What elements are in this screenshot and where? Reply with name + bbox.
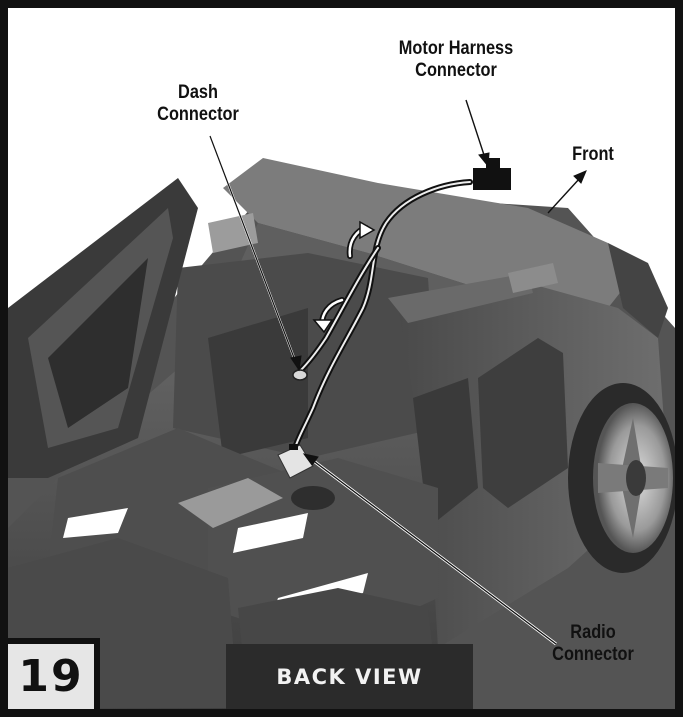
leader-lines xyxy=(208,99,587,646)
vehicle-body xyxy=(8,158,675,709)
vehicle-illustration xyxy=(8,99,675,709)
step-number: 19 xyxy=(18,651,84,702)
front-label: Front xyxy=(572,144,614,165)
rear-wheel xyxy=(568,383,675,573)
radio-connector-label: Radio Connector xyxy=(552,622,634,665)
routing-arrow-lower xyxy=(312,297,345,334)
routing-arrow-upper xyxy=(346,220,376,259)
dash-connector-part xyxy=(292,369,308,381)
view-label: BACK VIEW xyxy=(276,664,423,689)
wire-harness xyxy=(292,179,473,451)
view-label-box: BACK VIEW xyxy=(226,644,473,709)
dash-connector-label: Dash Connector xyxy=(157,82,239,125)
motor-harness-connector-tab xyxy=(486,158,500,170)
motor-harness-connector-part xyxy=(473,168,511,190)
radio-connector-plug xyxy=(289,444,298,450)
step-number-box: 19 xyxy=(8,638,100,709)
motor-harness-connector-label: Motor Harness Connector xyxy=(398,38,514,81)
